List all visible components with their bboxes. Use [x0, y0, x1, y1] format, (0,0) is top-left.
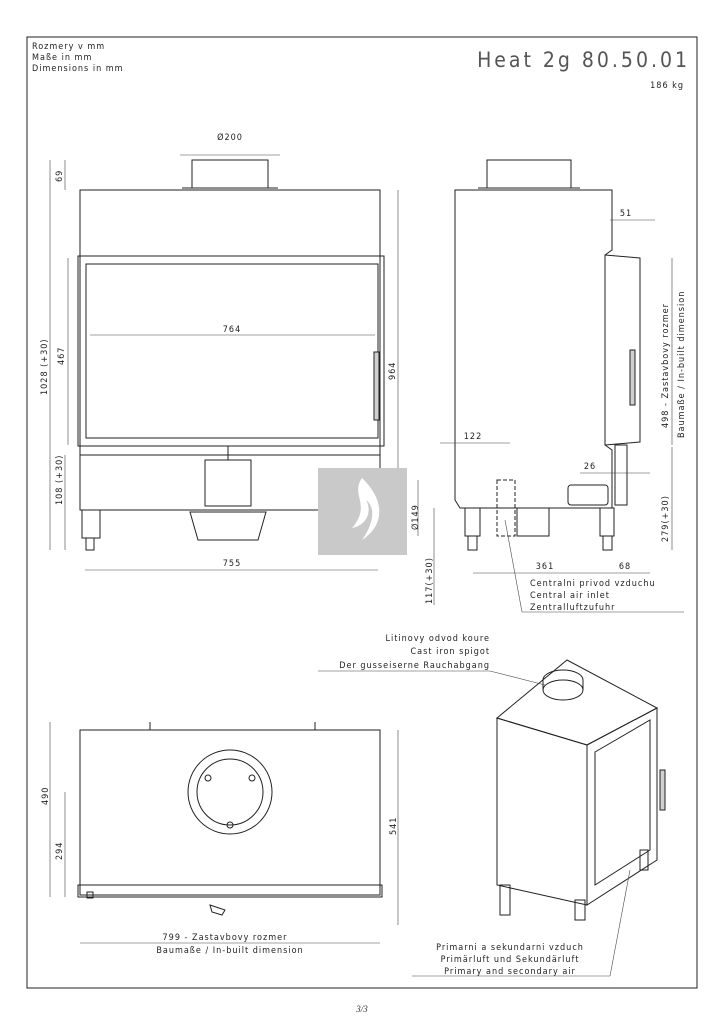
air-inlet-de: Zentralluftzufuhr	[530, 603, 615, 613]
dim-top: 69	[55, 170, 65, 182]
drawing-frame	[26, 36, 698, 989]
dim-inbuilt-label: 498 - Zastavbovy rozmer	[661, 303, 671, 428]
top-view: 490 294 541 799 - Zastavbovy rozmer Baum…	[41, 722, 399, 956]
flue-diameter-label: Ø200	[217, 132, 243, 143]
page-number: 3/3	[355, 1004, 368, 1014]
air-inlet-cz: Centralni privod vzduchu	[530, 579, 656, 589]
spigot-label-cz: Litinovy odvod koure	[385, 634, 490, 644]
weight: 186 kg	[650, 81, 684, 91]
dim-294: 294	[55, 842, 65, 860]
dim-glass-width: 764	[223, 325, 241, 335]
model-title: Heat 2g 80.50.01	[477, 48, 690, 72]
dim-total-height: 1028 (+30)	[40, 338, 50, 395]
spigot-label-en: Cast iron spigot	[411, 647, 491, 657]
dim-122: 122	[464, 432, 482, 442]
air-diameter: Ø149	[410, 504, 421, 530]
dim-490: 490	[41, 787, 51, 805]
dim-51: 51	[620, 209, 632, 219]
side-view: 122 26 51 498 - Zastavbovy rozmer Baumaß…	[410, 159, 687, 613]
dim-right-height: 964	[388, 362, 398, 380]
dim-541: 541	[389, 817, 399, 835]
iso-view: Litinovy odvod koure Cast iron spigot De…	[318, 634, 666, 977]
front-view: Ø200 764 755 69 1028 (+30) 467 108 (+30)…	[40, 132, 399, 571]
dim-117: 117(+30)	[425, 557, 435, 604]
inbuilt-width-label: 799 - Zastavbovy rozmer	[163, 933, 288, 943]
dim-361: 361	[536, 562, 554, 572]
dim-width: 755	[223, 559, 241, 569]
dim-glass-height: 467	[57, 347, 67, 365]
air-label-en: Primary and secondary air	[444, 967, 576, 977]
dim-inbuilt-label2: Baumaße / In-built dimension	[677, 291, 687, 438]
dim-279: 279(+30)	[661, 495, 671, 542]
units-en: Dimensions in mm	[32, 64, 124, 74]
dim-68: 68	[619, 562, 631, 572]
air-label-de: Primärluft und Sekundärluft	[441, 955, 580, 965]
units-de: Maße in mm	[32, 53, 92, 63]
air-label-cz: Primarni a sekundarni vzduch	[436, 943, 584, 953]
dim-bottom: 108 (+30)	[55, 455, 65, 505]
flame-icon	[352, 478, 380, 540]
inbuilt-width-label2: Baumaße / In-built dimension	[156, 946, 303, 956]
units-cz: Rozmery v mm	[32, 42, 105, 52]
spigot-label-de: Der gusseiserne Rauchabgang	[339, 661, 490, 671]
dim-26: 26	[584, 462, 596, 472]
air-inlet-en: Central air inlet	[530, 591, 610, 601]
